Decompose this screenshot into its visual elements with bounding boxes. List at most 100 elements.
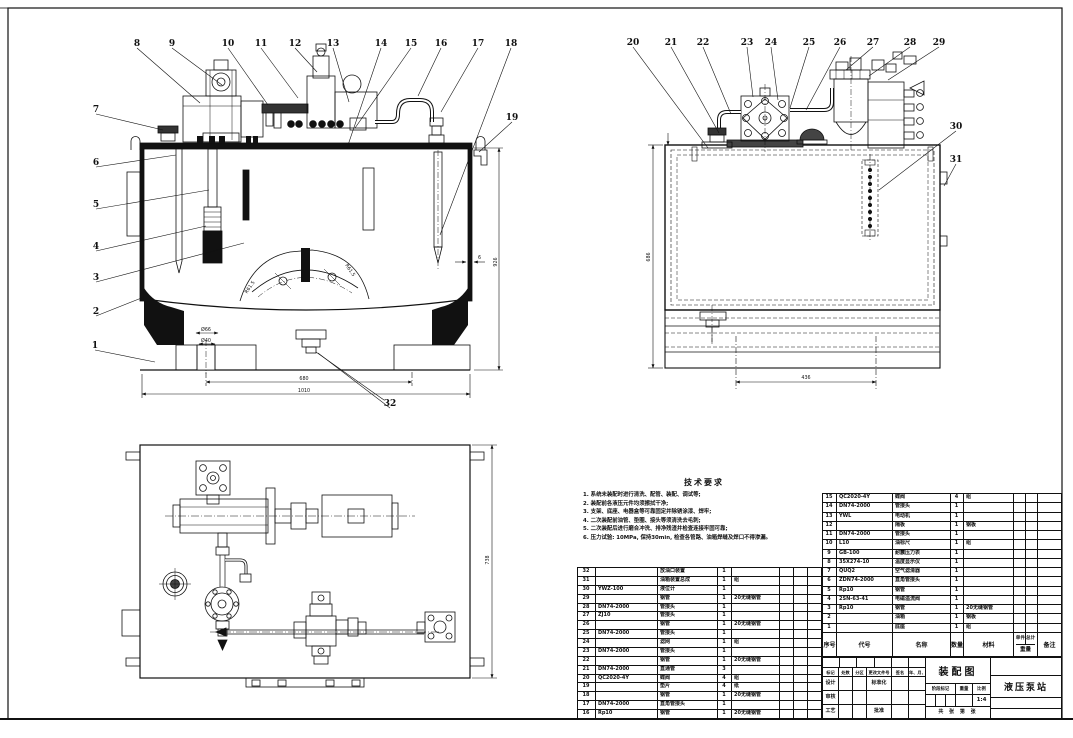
part-weight-total bbox=[794, 639, 808, 647]
level-dipstick bbox=[175, 149, 183, 274]
part-qty: 1 bbox=[718, 639, 732, 647]
part-no: 16 bbox=[578, 710, 596, 718]
part-no: 1 bbox=[823, 623, 837, 632]
dim-wall: 6 bbox=[478, 255, 481, 261]
u-pipe bbox=[375, 98, 434, 124]
part-material bbox=[964, 558, 1014, 568]
part-qty: 1 bbox=[951, 558, 964, 568]
technical-requirements-lines: 1. 系统未装配时进行清洗、配管、装配、调试等;2. 装配前各液压元件均须擦拭干… bbox=[583, 491, 825, 543]
part-weight-unit bbox=[1014, 558, 1026, 568]
part-no: 3 bbox=[823, 605, 837, 614]
part-name: 温度显示仪 bbox=[893, 558, 951, 568]
part-weight-unit bbox=[1014, 605, 1026, 614]
part-qty: 1 bbox=[718, 594, 732, 603]
callout-leader-11 bbox=[260, 47, 299, 99]
part-weight-unit bbox=[780, 568, 794, 576]
part-qty: 1 bbox=[718, 585, 732, 594]
part-weight-unit bbox=[780, 692, 794, 701]
part-name: 管接头 bbox=[893, 531, 951, 540]
signature-row-design: 设计 标准化 bbox=[823, 677, 925, 691]
approve-label: 批准 bbox=[867, 705, 892, 718]
revision-column-label: 签名 bbox=[892, 668, 909, 676]
part-qty: 1 bbox=[951, 623, 964, 632]
part-weight-unit bbox=[1014, 494, 1026, 503]
part-notes bbox=[1038, 522, 1061, 530]
callout-leader-29 bbox=[887, 46, 940, 81]
part-code bbox=[596, 594, 658, 603]
plan-suction-flange bbox=[204, 586, 240, 622]
dim-hole-outer: Ø66 bbox=[201, 326, 211, 333]
tank-floor bbox=[143, 298, 469, 311]
part-code: YWL bbox=[837, 512, 893, 521]
part-weight-total bbox=[1026, 549, 1038, 558]
part-notes bbox=[808, 692, 821, 700]
part-code: DN74-2000 bbox=[596, 665, 658, 674]
callout-leader-8 bbox=[136, 47, 201, 104]
part-code bbox=[837, 623, 893, 632]
callout-number-16: 16 bbox=[435, 39, 448, 49]
part-code: DN74-2000 bbox=[596, 603, 658, 612]
callout-number-21: 21 bbox=[665, 38, 678, 48]
company-cell bbox=[991, 658, 1061, 676]
header-weight-group: 单件 总计 重量 bbox=[1014, 633, 1038, 656]
tank-left-wall bbox=[139, 148, 145, 302]
header-qty: 数量 bbox=[951, 633, 964, 656]
callout-number-10: 10 bbox=[222, 39, 235, 49]
part-notes bbox=[1038, 494, 1061, 502]
part-name: 钢管 bbox=[658, 656, 718, 665]
callout-leader-18 bbox=[439, 47, 512, 236]
tech-requirement-line: 4. 二次装配前油管、垫圈、接头等须清洗去毛刺; bbox=[583, 517, 701, 524]
plan-pump-motor bbox=[165, 487, 415, 545]
sheet-count: 共 张 第 张 bbox=[938, 709, 978, 715]
part-no: 18 bbox=[578, 692, 596, 701]
part-notes bbox=[808, 568, 821, 576]
part-qty: 1 bbox=[718, 568, 732, 576]
part-name: 滤网 bbox=[658, 639, 718, 647]
header-notes: 备注 bbox=[1043, 642, 1056, 649]
level-gauge bbox=[861, 154, 879, 242]
callout-leader-12 bbox=[294, 47, 318, 73]
part-no: 26 bbox=[578, 621, 596, 630]
part-qty: 1 bbox=[951, 540, 964, 549]
weight-label: 重量 bbox=[956, 684, 973, 694]
part-material: 组 bbox=[964, 540, 1014, 549]
part-material bbox=[732, 701, 780, 709]
scale-label: 比例 bbox=[977, 687, 986, 692]
part-weight-unit bbox=[780, 621, 794, 630]
part-name: 蝶阀 bbox=[893, 494, 951, 503]
part-weight-total bbox=[1026, 558, 1038, 568]
part-notes bbox=[1038, 605, 1061, 613]
part-weight-total bbox=[1026, 531, 1038, 540]
side-tab-2 bbox=[939, 235, 948, 247]
callout-number-18: 18 bbox=[505, 39, 518, 49]
callout-number-5: 5 bbox=[93, 200, 99, 210]
revision-column-label: 标记 bbox=[823, 668, 839, 676]
baffle-plate bbox=[242, 169, 250, 221]
part-name: 管接头 bbox=[658, 603, 718, 612]
part-weight-unit bbox=[1014, 531, 1026, 540]
part-name: 液位计 bbox=[658, 585, 718, 594]
part-material bbox=[732, 647, 780, 656]
part-weight-unit bbox=[1014, 549, 1026, 558]
part-code bbox=[596, 621, 658, 630]
part-code: DN74-2000 bbox=[596, 647, 658, 656]
project-name: 液压泵站 bbox=[991, 676, 1061, 698]
revision-column-label: 更改文件号 bbox=[867, 668, 892, 676]
part-material: 组 bbox=[964, 494, 1014, 503]
part-material bbox=[964, 503, 1014, 512]
plan-feet bbox=[245, 677, 365, 688]
part-name: 管接头 bbox=[658, 612, 718, 621]
callout-leader-1 bbox=[94, 349, 156, 363]
part-code: Rp10 bbox=[837, 605, 893, 614]
